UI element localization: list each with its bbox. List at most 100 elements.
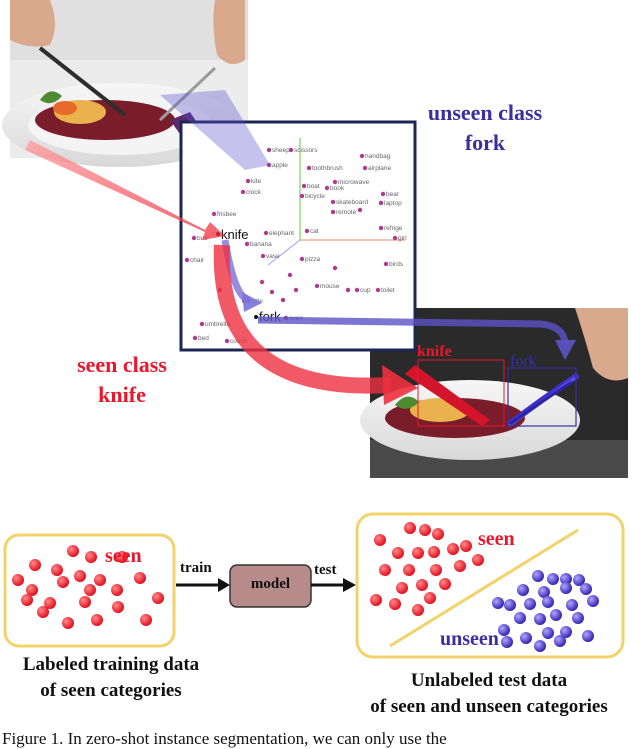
seen-dot	[79, 596, 91, 608]
embedding-dot	[240, 189, 246, 195]
seen-dot	[74, 570, 86, 582]
test-seen-dots	[370, 522, 484, 616]
box-label-knife: knife	[417, 343, 452, 360]
unseen-dot	[566, 599, 578, 611]
embedding-dot	[199, 321, 205, 327]
embedding-word: kite	[251, 178, 262, 185]
embedding-dot	[280, 297, 286, 303]
embedding-dot	[260, 253, 266, 259]
seen-dot	[84, 584, 96, 596]
embedding-dot	[299, 193, 305, 199]
embedding-word: scissors	[294, 147, 318, 154]
seen-dot	[424, 592, 436, 604]
seen-class-line2: knife	[98, 382, 146, 407]
unseen-dot	[560, 626, 572, 638]
embedding-word: apple	[272, 162, 288, 169]
embedding-dot	[301, 183, 307, 189]
test-caption-line2: of seen and unseen categories	[370, 696, 608, 717]
embedding-dot	[304, 228, 310, 234]
embedding-word: cat	[310, 228, 319, 235]
train-caption-line2: of seen categories	[40, 680, 182, 701]
unseen-dot	[520, 632, 532, 644]
seen-dot	[67, 545, 79, 557]
seen-dot	[94, 574, 106, 586]
seen-dot	[57, 576, 69, 588]
embedding-word: banana	[250, 241, 272, 248]
test-seen-label: seen	[478, 528, 515, 550]
seen-dot	[379, 564, 391, 576]
embedding-word: toilet	[381, 287, 395, 294]
embedding-word: skateboard	[336, 199, 369, 206]
embedding-word: airplane	[368, 165, 392, 172]
seen-dot	[412, 604, 424, 616]
embedding-dots	[184, 147, 398, 344]
embedding-dot	[259, 279, 265, 285]
embedding-dot	[266, 147, 272, 153]
embedding-dot	[362, 165, 368, 171]
embedding-dot	[293, 287, 299, 293]
seen-dot	[21, 594, 33, 606]
seen-dot	[116, 551, 128, 563]
embedding-word: handbag	[365, 153, 391, 160]
seen-dot	[460, 540, 472, 552]
embedding-word: microwave	[338, 179, 369, 186]
unseen-class-label: unseen class fork	[420, 98, 550, 158]
embedding-dot	[332, 265, 338, 271]
embedding-word: sheep	[272, 147, 290, 154]
unseen-class-line1: unseen class	[427, 100, 543, 125]
embedding-dot	[211, 211, 217, 217]
seen-dot	[91, 614, 103, 626]
embedding-dot	[299, 256, 305, 262]
embedding-dot	[245, 178, 251, 184]
embedding-dot	[345, 287, 351, 293]
test-unseen-dots	[492, 570, 599, 652]
embedding-dot	[184, 257, 190, 263]
embedding-dot	[192, 335, 198, 341]
embedding-dot	[359, 153, 365, 159]
unseen-dot	[572, 612, 584, 624]
embedding-dot	[380, 191, 386, 197]
embedding-dot	[224, 338, 230, 344]
embedding-dot	[383, 261, 389, 267]
train-dots	[12, 545, 164, 629]
unseen-dot	[560, 582, 572, 594]
unseen-dot	[547, 573, 559, 585]
embedding-word: birds	[389, 261, 404, 268]
unseen-dot	[534, 613, 546, 625]
seen-class-label: seen class knife	[52, 350, 192, 410]
unseen-dot	[538, 586, 550, 598]
seen-dot	[447, 543, 459, 555]
unseen-dot	[514, 612, 526, 624]
seen-dot	[51, 564, 63, 576]
embedding-word: book	[330, 185, 345, 192]
embedding-dot	[378, 200, 384, 206]
seen-dot	[396, 582, 408, 594]
embedding-word: bear	[386, 191, 400, 198]
embedding-dot	[244, 241, 250, 247]
arrow-test-label: test	[314, 562, 337, 578]
unseen-dot	[582, 630, 594, 642]
unseen-dot	[501, 636, 513, 648]
unseen-class-line2: fork	[464, 130, 506, 155]
embedding-dot	[263, 230, 269, 236]
embedding-dot	[314, 283, 320, 289]
embedding-dot	[378, 225, 384, 231]
unseen-dot	[573, 574, 585, 586]
embedding-dot	[306, 165, 312, 171]
seen-dot	[12, 574, 24, 586]
seen-dot	[439, 578, 451, 590]
test-unseen-label: unseen	[440, 628, 499, 650]
train-seen-label: seen	[105, 545, 142, 567]
embedding-dot	[375, 287, 381, 293]
seen-dot	[140, 614, 152, 626]
seen-dot	[416, 579, 428, 591]
figure-caption: Figure 1. In zero-shot instance segmenta…	[2, 729, 447, 748]
seen-dot	[428, 546, 440, 558]
seen-dot	[29, 559, 41, 571]
embedding-word: laptop	[384, 200, 402, 207]
embedding-dot	[324, 185, 330, 191]
unseen-dot	[550, 609, 562, 621]
embedding-word: chair	[190, 257, 205, 264]
embedding-dot	[332, 179, 338, 185]
